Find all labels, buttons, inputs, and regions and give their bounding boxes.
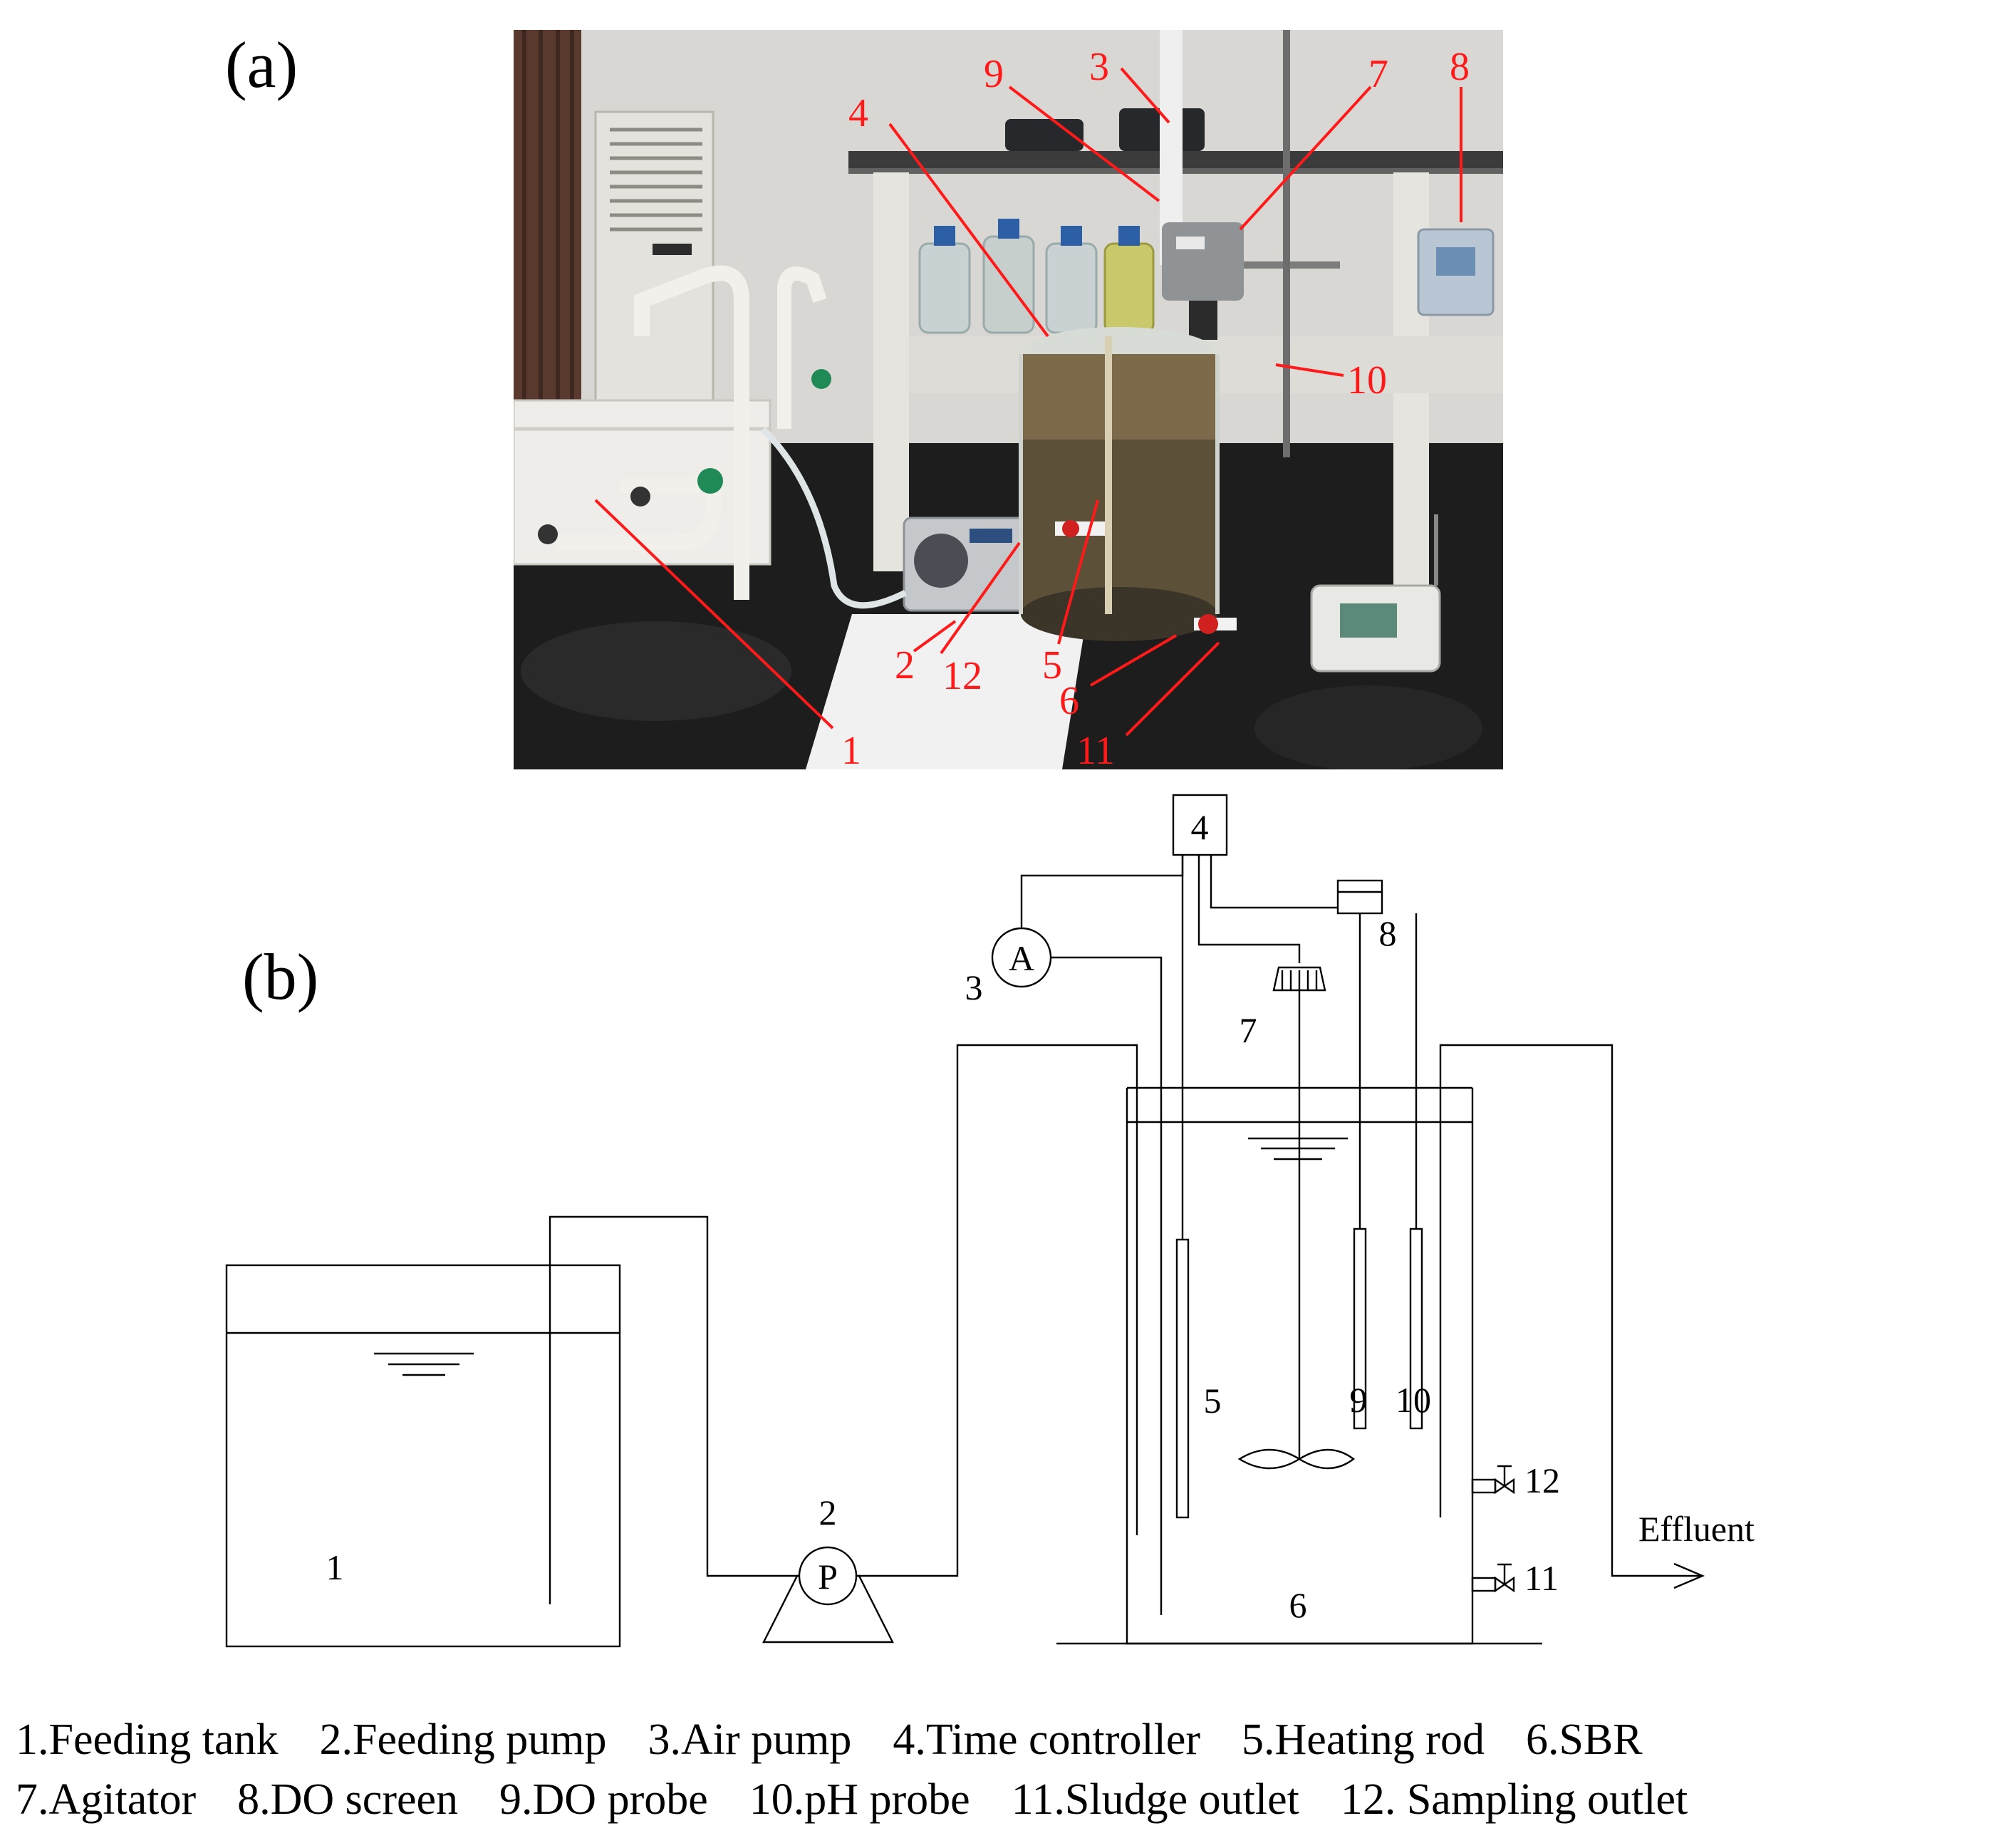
effluent-arrow [1673, 1562, 1705, 1589]
process-schematic: 4 A P 1 2 3 5 6 7 8 9 10 11 12 Effluent [225, 794, 1755, 1648]
photo-callout-9: 9 [984, 52, 1004, 96]
legend-item: 7.Agitator [16, 1775, 197, 1824]
photo-callout-2: 2 [895, 643, 915, 687]
label-sludge-outlet: 11 [1524, 1558, 1559, 1598]
photo-callout-lines [594, 67, 1462, 737]
legend-item: 4.Time controller [893, 1715, 1201, 1764]
setup-photo-illustration: 1 2 3 4 5 6 7 8 9 10 11 12 [514, 30, 1503, 769]
time-controller [1172, 794, 1228, 856]
ph-probe [1409, 1227, 1423, 1430]
heating-rod [1175, 1238, 1190, 1519]
do-probe [1353, 1227, 1367, 1430]
photo-callout-1: 1 [841, 729, 861, 769]
label-feeding-tank: 1 [326, 1547, 344, 1587]
photo-callout-3: 3 [1089, 45, 1109, 89]
sbr-water-level [1248, 1137, 1348, 1161]
photo-callout-5: 5 [1042, 643, 1062, 687]
legend-item: 3.Air pump [648, 1715, 852, 1764]
label-ph-probe: 10 [1396, 1380, 1431, 1420]
photo-callout-7: 7 [1368, 52, 1388, 96]
legend-item: 6.SBR [1525, 1715, 1643, 1764]
photo-callout-8: 8 [1450, 45, 1470, 89]
legend-item: 9.DO probe [499, 1775, 708, 1824]
legend-item: 11.Sludge outlet [1011, 1775, 1299, 1824]
air-pump-symbol: A [1009, 938, 1034, 978]
label-sbr: 6 [1289, 1585, 1307, 1625]
agitator-cable [1197, 855, 1301, 963]
air-supply-line [1051, 956, 1163, 1615]
do-screen-cable [1210, 855, 1338, 909]
component-legend: 1.Feeding tank 2.Feeding pump 3.Air pump 4.… [16, 1710, 2003, 1829]
photo-callout-6: 6 [1059, 679, 1079, 723]
photo-callout-12: 12 [942, 654, 982, 698]
label-do-probe: 9 [1350, 1380, 1368, 1420]
effluent-pipe [1439, 1044, 1703, 1577]
panel-label-b: (b) [242, 940, 319, 1013]
legend-item: 12. Sampling outlet [1340, 1775, 1688, 1824]
panel-label-a: (a) [225, 28, 298, 101]
sludge-outlet-valve [1471, 1563, 1515, 1593]
controller-to-air-pump-cable [1020, 855, 1184, 928]
legend-item: 5.Heating rod [1242, 1715, 1485, 1764]
do-screen [1336, 879, 1383, 915]
label-feeding-pump: 2 [819, 1493, 837, 1532]
feeding-tank-water-level [374, 1352, 474, 1376]
label-agitator: 7 [1240, 1010, 1257, 1050]
feed-suction-pipe [549, 1215, 799, 1604]
setup-photo: 1 2 3 4 5 6 7 8 9 10 11 12 [514, 30, 1503, 769]
photo-callout-4: 4 [848, 91, 868, 135]
legend-item: 8.DO screen [237, 1775, 459, 1824]
feed-delivery-pipe [856, 1044, 1138, 1577]
label-effluent: Effluent [1638, 1509, 1755, 1549]
legend-row-1: 1.Feeding tank 2.Feeding pump 3.Air pump 4.… [16, 1710, 2003, 1770]
legend-item: 2.Feeding pump [319, 1715, 607, 1764]
label-do-screen: 8 [1379, 913, 1397, 953]
legend-item: 1.Feeding tank [16, 1715, 279, 1764]
legend-row-2: 7.Agitator 8.DO screen 9.DO probe 10.pH pro… [16, 1770, 2003, 1829]
label-sampling-outlet: 12 [1524, 1460, 1560, 1500]
feeding-pump-symbol: P [818, 1557, 838, 1597]
photo-callouts: 1 2 3 4 5 6 7 8 9 10 11 12 [841, 45, 1470, 769]
time-controller-number: 4 [1191, 807, 1209, 847]
label-heating-rod: 5 [1204, 1381, 1222, 1421]
sampling-outlet-valve [1471, 1465, 1515, 1495]
label-air-pump: 3 [965, 967, 983, 1007]
agitator-impeller [1237, 1448, 1355, 1470]
legend-item: 10.pH probe [749, 1775, 970, 1824]
photo-callout-11: 11 [1076, 729, 1115, 769]
photo-callout-10: 10 [1347, 358, 1387, 403]
feeding-tank [225, 1264, 621, 1648]
